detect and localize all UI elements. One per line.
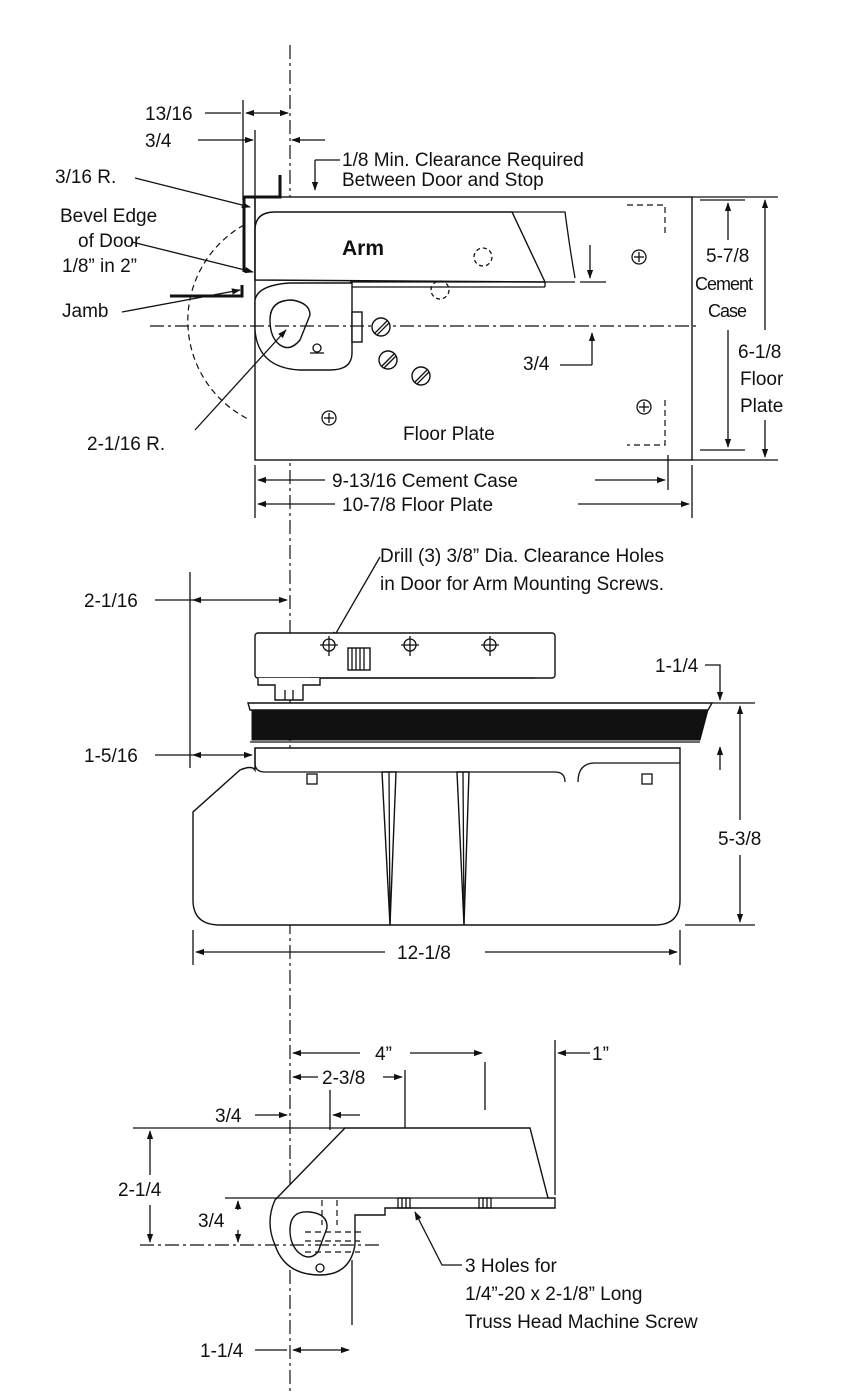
cement-case-width: 9-13/16 Cement Case	[332, 471, 518, 492]
drill-note-line2: in Door for Arm Mounting Screws.	[380, 574, 664, 595]
dim-3-4-mid: 3/4	[523, 354, 550, 375]
dim-1-inch: 1”	[592, 1044, 609, 1065]
dim-1-1-4-arm: 1-1/4	[200, 1341, 244, 1362]
arm-detail-view: 4” 1” 2-3/8 3/4 2-1/4 3/4	[118, 1040, 698, 1362]
holes-note-line3: Truss Head Machine Screw	[465, 1312, 698, 1333]
holes-note-line1: 3 Holes for	[465, 1256, 558, 1277]
dim-13-16: 13/16	[145, 104, 193, 125]
floor-plate-width: 10-7/8 Floor Plate	[342, 495, 493, 516]
arm-profile	[269, 1127, 556, 1276]
floor-plate-h-2: Floor	[740, 369, 784, 390]
dim-5-3-8: 5-3/8	[718, 829, 761, 850]
floor-finish-band	[251, 709, 709, 741]
dim-2-1-16: 2-1/16	[84, 591, 138, 612]
floor-plate-label: Floor Plate	[403, 424, 495, 445]
dim-3-4-arm-a: 3/4	[215, 1106, 242, 1127]
dim-12-1-8: 12-1/8	[397, 943, 451, 964]
dim-2-3-8: 2-3/8	[322, 1068, 365, 1089]
radius-3-16-label: 3/16 R.	[55, 167, 116, 188]
bevel-line1: Bevel Edge	[60, 206, 157, 227]
dim-3-4-arm-b: 3/4	[198, 1211, 225, 1232]
holes-note-line2: 1/4”-20 x 2-1/8” Long	[465, 1284, 642, 1305]
floor-plate-h-3: Plate	[740, 396, 783, 417]
side-elevation-view: Drill (3) 3/8” Dia. Clearance Holes in D…	[84, 546, 761, 965]
cement-case-h-1: 5-7/8	[706, 246, 749, 267]
bevel-line2: of Door	[78, 231, 141, 252]
clearance-note-line2: Between Door and Stop	[342, 170, 544, 191]
floor-plate-h-1: 6-1/8	[738, 342, 781, 363]
top-plan-view: 13/16 3/4 1/8 Min. Clearance Required Be…	[55, 100, 784, 518]
door-stop	[242, 175, 282, 272]
cement-case-h-3: Case	[708, 301, 747, 321]
door-swing-arc	[187, 224, 251, 421]
dim-4-inch: 4”	[375, 1044, 392, 1065]
arm-label: Arm	[342, 237, 384, 260]
slotted-screws	[371, 247, 493, 386]
radius-2-1-16-label: 2-1/16 R.	[87, 434, 165, 455]
mounting-holes	[321, 249, 652, 426]
drill-note-line1: Drill (3) 3/8” Dia. Clearance Holes	[380, 546, 664, 567]
jamb-label: Jamb	[62, 301, 108, 322]
arm-side	[254, 632, 556, 679]
dim-1-1-4-side: 1-1/4	[655, 656, 699, 677]
bevel-line3: 1/8” in 2”	[62, 256, 137, 277]
dim-3-4-top: 3/4	[145, 131, 172, 152]
arm-outline	[254, 211, 547, 283]
cover-plate	[247, 702, 714, 711]
dim-1-5-16: 1-5/16	[84, 746, 138, 767]
clearance-note-line1: 1/8 Min. Clearance Required	[342, 150, 584, 171]
cement-case-h-2: Cement	[695, 274, 753, 294]
arm-screw-holes	[320, 636, 499, 656]
cement-case-side	[192, 747, 681, 926]
dim-2-1-4: 2-1/4	[118, 1180, 162, 1201]
jamb	[170, 285, 244, 298]
